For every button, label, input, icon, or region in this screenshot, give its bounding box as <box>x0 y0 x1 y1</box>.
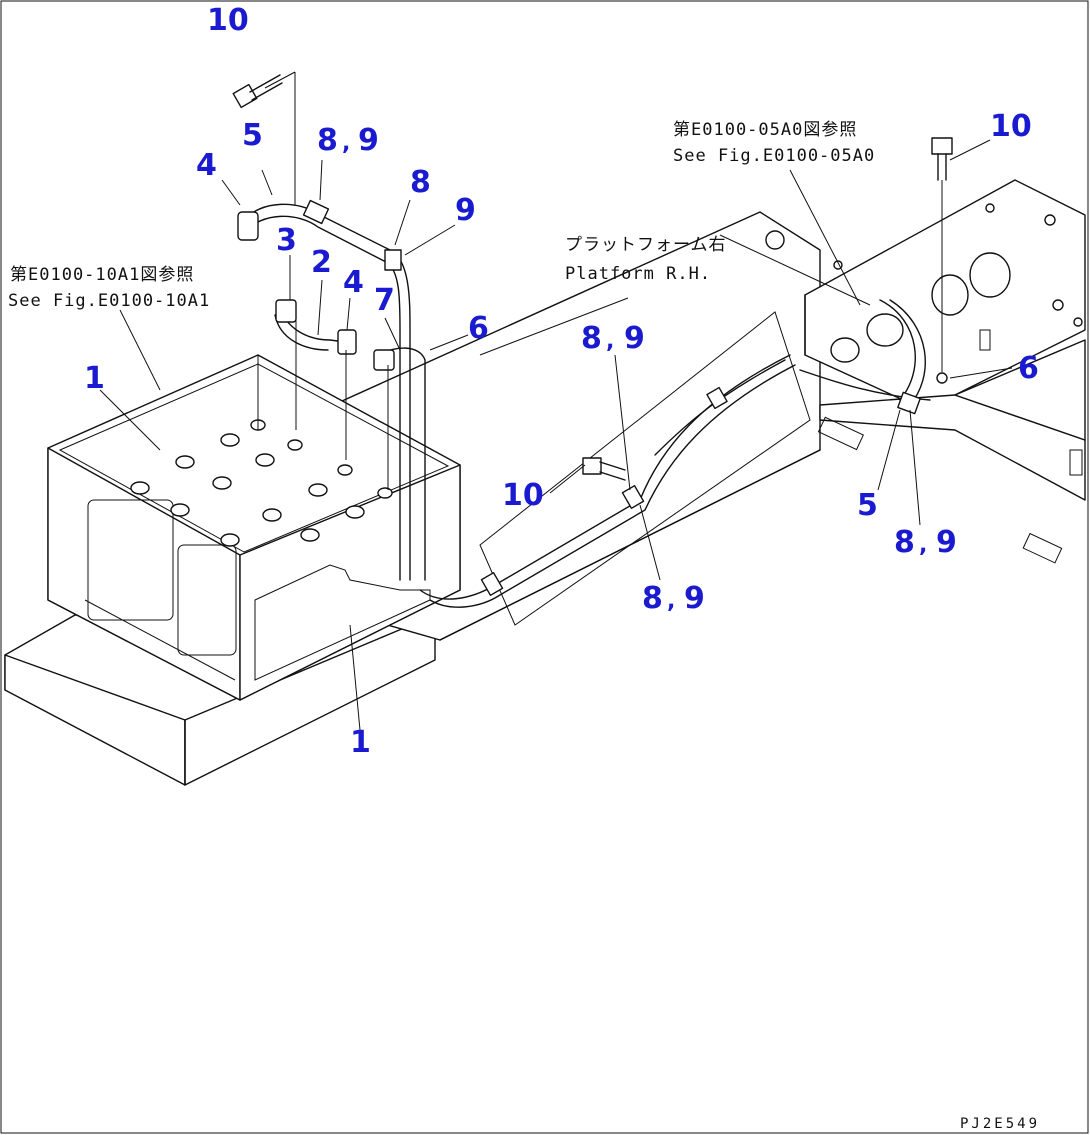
bolt-top-left <box>232 74 283 109</box>
callout-1-bottom: 1 <box>350 725 371 760</box>
cable-harness <box>244 203 931 608</box>
callout-6-right: 6 <box>1018 351 1039 386</box>
callout-6-mid: 6 <box>468 311 489 346</box>
ref-left-jp: 第E0100-10A1図参照 <box>10 265 194 285</box>
callout-5-right: 5 <box>857 488 878 523</box>
comma: , <box>342 131 350 156</box>
callout-9-lower: 9 <box>684 581 705 616</box>
callout-8-center: 8 <box>581 321 602 356</box>
callout-8-top: 8 <box>317 123 338 158</box>
callout-9-right: 9 <box>936 525 957 560</box>
callouts: 10 5 4 8 , 9 8 9 3 2 4 7 6 1 1 8 , 9 10 … <box>84 3 1039 760</box>
ref-right-en: See Fig.E0100-05A0 <box>673 146 875 166</box>
callout-9-mid: 9 <box>455 193 476 228</box>
bolt-center <box>582 457 626 481</box>
clamps <box>237 199 921 596</box>
callout-4-top: 4 <box>196 148 217 183</box>
callout-1-top: 1 <box>84 361 105 396</box>
comma: , <box>667 589 675 614</box>
comma: , <box>606 329 614 354</box>
right-frame <box>804 179 1086 564</box>
platform-jp: プラットフォーム右 <box>565 235 727 255</box>
callout-10-center: 10 <box>502 478 544 513</box>
callout-10-right: 10 <box>990 109 1032 144</box>
comma: , <box>919 533 927 558</box>
leader-lines <box>99 71 1013 731</box>
callout-8-mid: 8 <box>410 165 431 200</box>
callout-9-top: 9 <box>358 123 379 158</box>
callout-8-lower: 8 <box>642 581 663 616</box>
callout-8-right: 8 <box>894 525 915 560</box>
callout-4-mid: 4 <box>343 265 364 300</box>
platform-en: Platform R.H. <box>565 264 711 284</box>
callout-10-top: 10 <box>207 3 249 38</box>
callout-9-center: 9 <box>624 321 645 356</box>
ref-right-jp: 第E0100-05A0図参照 <box>673 120 857 140</box>
drawing-code: PJ2E549 <box>960 1116 1040 1132</box>
callout-5-top: 5 <box>242 118 263 153</box>
callout-7: 7 <box>374 283 395 318</box>
ref-left-en: See Fig.E0100-10A1 <box>8 291 210 311</box>
battery-caps <box>130 419 393 547</box>
callout-2: 2 <box>311 245 332 280</box>
bolt-right <box>931 137 953 384</box>
callout-3: 3 <box>276 223 297 258</box>
